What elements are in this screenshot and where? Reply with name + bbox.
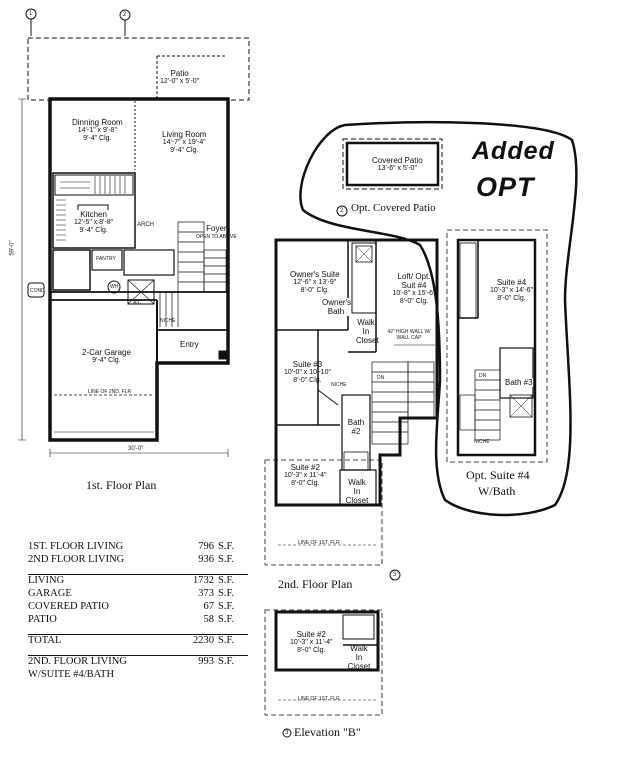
area-total-row: TOTAL 2230 S.F. <box>28 634 248 648</box>
suite4-stair-down-label: DN <box>479 373 487 379</box>
floor1-caption: 1st. Floor Plan <box>86 478 157 492</box>
floor2-caption: 2nd. Floor Plan <box>278 577 353 591</box>
room-suite-4: Suite #4 10'-3" x 14'-6" 8'-0" Clg. <box>490 278 534 302</box>
line-of-1st-floor: LINE OF 1ST. FLR <box>298 540 340 546</box>
room-loft: Loft/ Opt. Suit #4 10'-8" x 15'-6" 8'-0"… <box>392 272 436 305</box>
room-dining: Dinning Room 14'-1" x 9'-8" 9'-4" Clg. <box>72 118 123 142</box>
room-owners-suite: Owner's Suite 12'-6" x 13'-9" 8'-0" Clg. <box>290 270 340 294</box>
room-covered-patio: Covered Patio 13'-6" x 5'-0" <box>372 156 423 172</box>
elevation-b-walls <box>274 610 380 672</box>
suite4-caption-line2: W/Bath <box>478 484 516 498</box>
option-highlight-loop <box>299 120 578 517</box>
suite4-walls <box>456 238 537 457</box>
area-row: 2ND FLOOR LIVING 936 S.F. <box>28 554 235 565</box>
room-suite-2: Suite #2 10'-3" x 11'-4" 8'-0" Clg. <box>284 463 327 487</box>
area-row: COVERED PATIO 67 S.F. <box>28 601 235 612</box>
room-foyer: Foyer OPEN TO ABOVE <box>196 224 237 240</box>
floor1-depth-dim: 59'-0" <box>9 240 16 256</box>
elevation-b-walk-in-closet: Walk In Closet <box>347 644 371 671</box>
area-row: 1ST. FLOOR LIVING 796 S.F. <box>28 541 235 552</box>
area-row: PATIO 58 S.F. <box>28 614 235 625</box>
room-living: Living Room 14'-7" x 19'-4" 9'-4" Clg. <box>162 130 207 154</box>
room-owners-bath: Owner's Bath <box>322 298 352 316</box>
elevation-b-marker-label: 3 <box>285 730 289 736</box>
water-heater-label: WH <box>110 284 119 290</box>
grid-marker-2-label: 2 <box>123 12 127 18</box>
area-summary-table: 1ST. FLOOR LIVING 796 S.F. 2ND FLOOR LIV… <box>28 541 248 682</box>
cond-label: COND <box>30 288 45 294</box>
room-bath-3: Bath #3 <box>505 378 533 387</box>
arch-label: ARCH <box>137 222 155 228</box>
handwritten-note-line2: OPT <box>476 172 535 202</box>
high-wall-note: 42" HIGH WALL W/ WALL CAP <box>387 329 431 341</box>
floor2-outer-walls <box>274 238 439 507</box>
elevation-b-caption: Elevation "B" <box>294 725 361 739</box>
room-suite-3: Suite #3 10'-0" x 10'-10" 8'-0" Clg. <box>284 360 331 384</box>
line-of-2nd-floor: LINE OF 2ND. FLR <box>88 389 132 395</box>
room-patio: Patio 12'-0" x 5'-0" <box>160 69 200 85</box>
patio-outline <box>27 37 250 101</box>
covered-patio-marker-label: 2 <box>340 208 344 214</box>
room-kitchen: Kitchen 12'-5" x 8'-8" 9'-4" Clg. <box>74 210 114 235</box>
niche-label-1: NICHE <box>160 318 176 324</box>
area-suite-row: 2ND. FLOOR LIVING 993 S.F. <box>28 655 248 669</box>
room-entry: Entry <box>180 340 199 349</box>
ac-label: A/C <box>133 300 142 306</box>
elevation-b-suite-2: Suite #2 10'-3" x 11'-4" 8'-0" Clg. <box>290 630 333 654</box>
stair-down-label: DN <box>377 375 385 381</box>
floor1-width-dim: 30'-0" <box>128 446 144 452</box>
pantry-label: PANTRY <box>96 256 116 262</box>
covered-patio-caption: Opt. Covered Patio <box>351 202 436 214</box>
grid-marker-1-label: 1 <box>29 11 33 17</box>
walk-in-closet-2: Walk In Closet <box>345 478 369 505</box>
handwritten-note-line1: Added <box>472 137 555 165</box>
area-suite-row-line2: W/SUITE #4/BATH <box>28 669 115 680</box>
area-row: GARAGE 373 S.F. <box>28 588 235 599</box>
covered-patio-walls <box>345 141 440 187</box>
area-row: LIVING 1732 S.F. <box>28 574 248 588</box>
niche-label-2: NICHE <box>331 382 347 388</box>
walk-in-closet-1: Walk In Closet <box>356 318 379 345</box>
room-garage: 2-Car Garage 9'-4" Clg. <box>82 348 131 364</box>
covered-patio-marker <box>336 205 348 217</box>
suite4-niche-label: NICHE <box>474 439 490 445</box>
room-bath-2: Bath #2 <box>347 418 365 436</box>
elevation-b-line-of-1st-floor: LINE OF 1ST. FLR <box>298 696 340 702</box>
suite4-caption: Opt. Suite #4 <box>466 468 530 482</box>
floor2-marker-label: 3 <box>393 572 397 578</box>
